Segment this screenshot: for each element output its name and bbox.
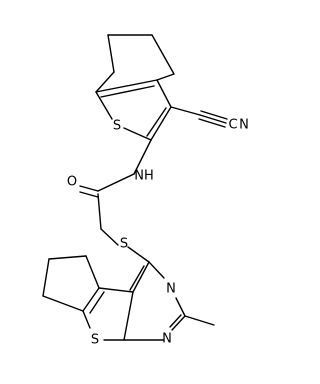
bond [199,114,227,124]
bond [98,287,134,293]
bond [156,73,175,81]
bond [97,193,102,230]
atom-label-nh: NH [134,169,154,184]
bond [95,71,115,93]
atom-label-s-link: S [120,237,128,252]
bond [200,110,228,120]
bond [85,255,100,289]
bond [133,139,152,175]
bond [150,106,172,141]
bond [42,258,50,297]
bond [123,127,152,141]
bond [89,291,105,314]
bond [100,85,155,98]
bond [171,315,186,331]
bond [129,265,145,291]
bond [95,79,158,93]
bond [127,246,150,263]
bond [132,261,150,293]
bond [170,106,201,116]
bond [95,91,113,120]
bond [100,228,119,246]
structure-diagram: S C N NH O S N N S [42,34,249,348]
bond [146,107,167,137]
bond [184,315,215,326]
bond [42,295,84,312]
bond [82,287,100,312]
atom-label-s-top: S [113,119,121,134]
bond [82,310,91,329]
bond [107,34,115,73]
bond [123,291,134,341]
atom-label-s-bottom: S [91,333,99,348]
atom-label-o: O [67,175,77,190]
atom-label-n-nitrile: N [239,118,249,133]
bond [156,79,172,108]
bond [198,118,226,128]
atom-label-n-lower: N [162,332,172,347]
bond [148,261,165,279]
bond [48,255,87,260]
bond [79,185,99,192]
bond [151,34,175,75]
bond [79,191,99,198]
atom-label-n-upper: N [166,282,176,297]
bond [97,173,135,192]
atom-labels: S C N NH O S N N S [67,118,249,348]
bond [169,314,182,328]
bond [175,297,186,317]
atom-label-c-nitrile: C [228,118,237,133]
bond-lines [42,34,228,341]
